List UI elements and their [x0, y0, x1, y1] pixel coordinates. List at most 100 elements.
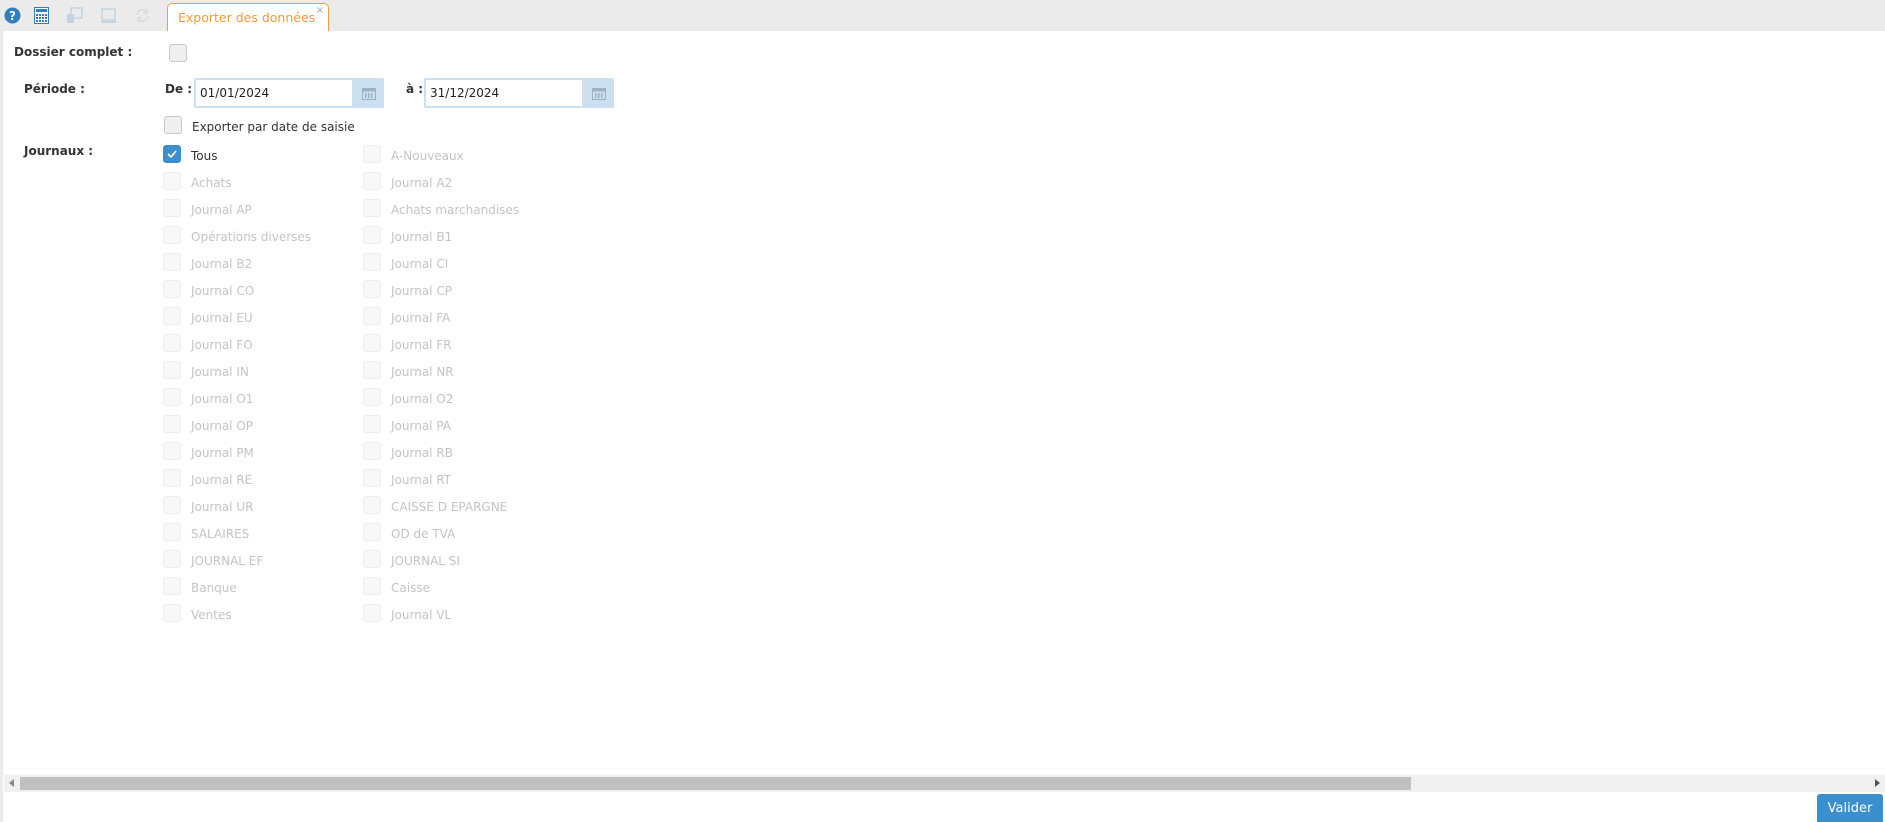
journal-label: Achats — [191, 176, 232, 190]
journal-label: CAISSE D EPARGNE — [391, 500, 508, 514]
journal-label: Ventes — [191, 608, 232, 622]
refresh-icon — [133, 6, 151, 24]
journal-checkbox — [163, 577, 181, 595]
journal-label: OD de TVA — [391, 527, 456, 541]
journaux-label: Journaux : — [24, 144, 94, 158]
valider-button[interactable]: Valider — [1817, 794, 1883, 822]
journal-checkbox — [363, 577, 381, 595]
journal-label: Journal RT — [391, 473, 452, 487]
journal-checkbox — [163, 469, 181, 487]
journal-label: Journal A2 — [391, 176, 453, 190]
journal-checkbox — [363, 226, 381, 244]
journal-checkbox — [363, 469, 381, 487]
journal-checkbox — [363, 604, 381, 622]
journal-label: Journal VL — [391, 608, 452, 622]
scrollbar-thumb[interactable] — [20, 777, 1411, 790]
journal-checkbox — [163, 253, 181, 271]
exporter-par-date-checkbox[interactable] — [164, 116, 182, 134]
journal-label: Journal B2 — [191, 257, 253, 271]
journal-checkbox — [363, 253, 381, 271]
journal-checkbox — [363, 145, 381, 163]
journal-label: Journal O2 — [391, 392, 454, 406]
journal-label: SALAIRES — [191, 527, 250, 541]
journal-label: Journal EU — [191, 311, 253, 325]
toolbar: ? Exporter des données × — [0, 0, 1885, 31]
journal-label: Journal RE — [191, 473, 253, 487]
journal-label: Opérations diverses — [191, 230, 312, 244]
journal-checkbox — [363, 442, 381, 460]
journal-label: Journal FO — [191, 338, 253, 352]
journal-checkbox — [163, 550, 181, 568]
journal-checkbox — [163, 334, 181, 352]
journal-label: Journal UR — [191, 500, 254, 514]
journal-label: Journal FA — [391, 311, 451, 325]
horizontal-scrollbar[interactable] — [4, 775, 1885, 792]
journal-checkbox[interactable] — [163, 145, 181, 163]
from-date-field — [194, 78, 384, 108]
journal-checkbox — [163, 388, 181, 406]
tab-exporter-donnees[interactable]: Exporter des données × — [167, 3, 329, 31]
to-date-field — [424, 78, 614, 108]
journal-label: Journal FR — [391, 338, 452, 352]
journal-label: Journal NR — [391, 365, 454, 379]
monitor-icon — [99, 6, 117, 24]
journal-label: Journal CP — [391, 284, 452, 298]
journal-checkbox — [363, 172, 381, 190]
help-icon[interactable]: ? — [3, 6, 21, 24]
calculator-icon[interactable] — [32, 6, 50, 24]
journal-label: Achats marchandises — [391, 203, 520, 217]
journal-label: JOURNAL SI — [391, 554, 460, 568]
exporter-par-date-label: Exporter par date de saisie — [192, 120, 355, 134]
journal-checkbox — [363, 523, 381, 541]
journal-checkbox — [163, 496, 181, 514]
journal-checkbox — [363, 415, 381, 433]
journal-label: JOURNAL EF — [191, 554, 264, 568]
journal-label: Journal CO — [191, 284, 255, 298]
journal-checkbox — [363, 361, 381, 379]
journal-label: Journal IN — [191, 365, 249, 379]
journal-label: Journal PA — [391, 419, 451, 433]
periode-label: Période : — [24, 82, 85, 96]
journal-checkbox — [163, 172, 181, 190]
journal-checkbox — [163, 280, 181, 298]
journal-label: Journal AP — [191, 203, 252, 217]
journal-checkbox — [163, 442, 181, 460]
journal-checkbox — [163, 226, 181, 244]
checkmark-icon — [167, 150, 177, 158]
journal-label: Journal PM — [191, 446, 254, 460]
journal-checkbox — [363, 496, 381, 514]
journal-checkbox — [163, 361, 181, 379]
export-screen-icon — [65, 6, 83, 24]
journal-checkbox — [363, 388, 381, 406]
journal-checkbox — [363, 307, 381, 325]
journal-checkbox — [163, 604, 181, 622]
to-date-input[interactable] — [426, 80, 582, 106]
journal-label: Banque — [191, 581, 237, 595]
calendar-icon[interactable] — [354, 78, 384, 108]
svg-text:?: ? — [9, 9, 16, 23]
journal-checkbox — [163, 307, 181, 325]
from-date-input[interactable] — [196, 80, 352, 106]
journal-label: Caisse — [391, 581, 430, 595]
journal-label: Journal O1 — [191, 392, 254, 406]
journal-label: Journal OP — [191, 419, 253, 433]
tab-label: Exporter des données — [178, 10, 316, 25]
journal-checkbox — [163, 199, 181, 217]
close-icon[interactable]: × — [315, 5, 324, 16]
dossier-complet-checkbox[interactable] — [169, 44, 187, 62]
scroll-right-arrow-icon[interactable] — [1875, 779, 1880, 787]
scroll-left-arrow-icon[interactable] — [9, 779, 14, 787]
journal-checkbox — [163, 523, 181, 541]
journal-label: Journal B1 — [391, 230, 453, 244]
journal-checkbox — [363, 550, 381, 568]
journal-label: Journal RB — [391, 446, 453, 460]
journal-checkbox — [363, 280, 381, 298]
dossier-complet-label: Dossier complet : — [14, 45, 133, 59]
journal-checkbox — [163, 415, 181, 433]
to-date-label: à : — [406, 82, 424, 96]
calendar-icon[interactable] — [584, 78, 614, 108]
from-date-label: De : — [165, 82, 193, 96]
journal-checkbox — [363, 334, 381, 352]
journal-label: A-Nouveaux — [391, 149, 464, 163]
left-border — [0, 31, 3, 822]
